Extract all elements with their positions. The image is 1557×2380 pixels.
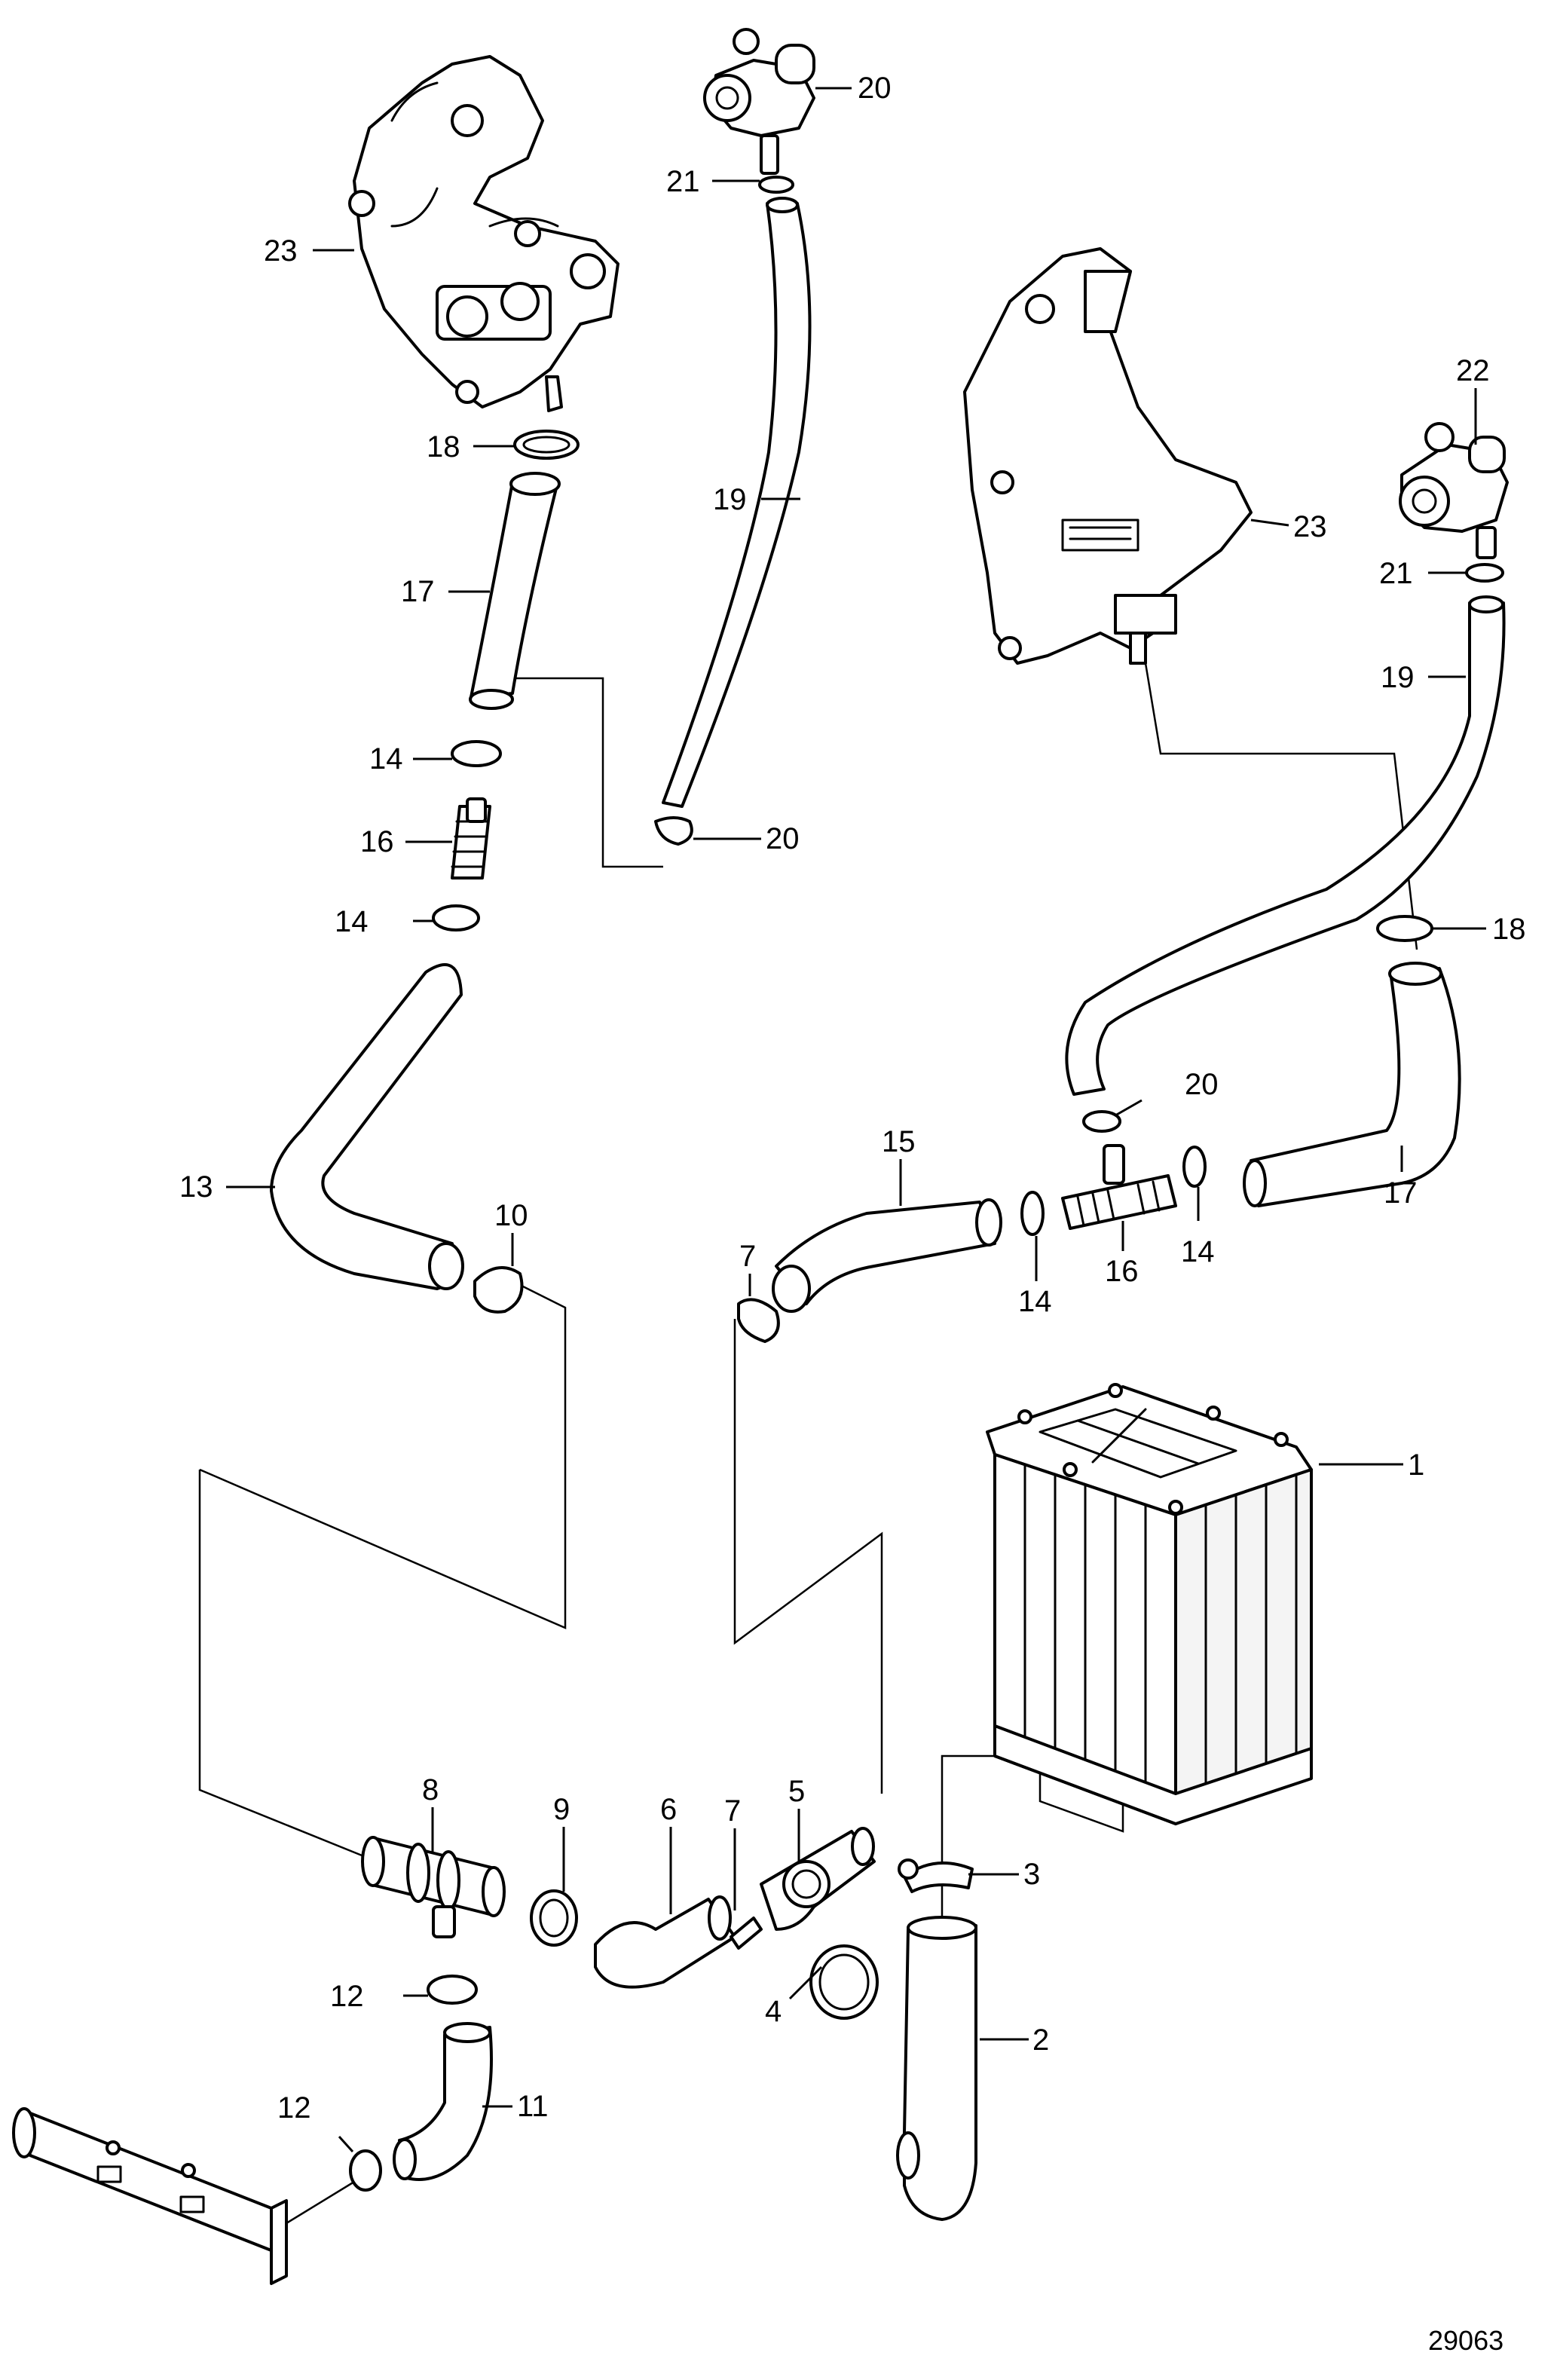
clamp-21-right	[1465, 563, 1504, 583]
tee-5	[760, 1827, 876, 1931]
callout-20-right: 20	[1185, 1068, 1219, 1101]
callout-19-left: 19	[713, 483, 747, 516]
callout-17-left: 17	[401, 575, 435, 608]
callout-11: 11	[517, 2090, 549, 2123]
connector-16-right	[1061, 1144, 1177, 1230]
hose-17-right	[1250, 967, 1461, 1207]
clamp-12-upper	[427, 1975, 478, 2005]
hose-6	[594, 1898, 736, 1989]
callout-20-lower: 20	[766, 822, 800, 855]
clamp-14-left-lower	[432, 904, 480, 932]
clamp-20-lower	[654, 816, 693, 846]
clamp-10	[473, 1266, 524, 1314]
callout-9: 9	[553, 1793, 570, 1826]
callout-14-left-lower: 14	[335, 905, 369, 938]
callout-12-upper: 12	[330, 1980, 364, 2013]
callout-23-left: 23	[264, 234, 298, 268]
callout-labels: 1 2 3 4 5 6 7 7 8 9 10 11 12 12 13 14 14…	[179, 72, 1526, 2125]
callout-6: 6	[660, 1793, 677, 1826]
clamp-20-right	[1082, 1110, 1121, 1133]
callout-16-right: 16	[1105, 1255, 1139, 1288]
hose-13	[270, 963, 463, 1290]
callout-20-top: 20	[858, 72, 892, 105]
clamp-12-lower	[349, 2149, 382, 2192]
clamp-21-top	[758, 176, 794, 194]
connector-8	[361, 1836, 506, 1938]
callout-4: 4	[765, 1995, 782, 2028]
leader-lines	[226, 87, 1486, 2153]
hose-2	[903, 1924, 977, 2221]
callout-14-right-outer: 14	[1181, 1235, 1215, 1268]
clamp-14-left-upper	[451, 740, 502, 767]
thermostat-valve-top	[703, 28, 815, 175]
hose-11	[398, 2026, 493, 2181]
callout-8: 8	[422, 1773, 439, 1806]
callout-10: 10	[494, 1199, 528, 1232]
callout-16-left: 16	[360, 825, 394, 858]
callout-7-lower: 7	[724, 1794, 741, 1828]
clamp-18-right	[1376, 915, 1433, 942]
intercooler	[986, 1383, 1313, 1825]
callout-15: 15	[882, 1125, 916, 1158]
callout-5: 5	[788, 1775, 805, 1808]
callout-17-right: 17	[1384, 1176, 1418, 1210]
clamp-3	[903, 1861, 974, 1893]
callout-19-right: 19	[1381, 661, 1415, 694]
hose-17-left	[470, 481, 559, 699]
callout-14-left-upper: 14	[369, 742, 403, 775]
clamp-7-lower	[730, 1917, 763, 1950]
callout-21-right: 21	[1379, 557, 1413, 590]
exhaust-manifold-right	[963, 247, 1253, 665]
connector-16-left	[451, 797, 491, 879]
clamp-14-right-inner	[1020, 1191, 1045, 1236]
callout-2: 2	[1032, 2024, 1049, 2057]
clamp-14-right-outer	[1182, 1146, 1207, 1188]
clamp-7-upper	[737, 1298, 780, 1343]
callout-18-right: 18	[1492, 913, 1526, 946]
figure-number: 29063	[1428, 2325, 1503, 2356]
callout-18-left: 18	[427, 430, 460, 463]
hose-19-left	[662, 202, 812, 808]
thermostat-valve-right	[1399, 422, 1509, 559]
callout-3: 3	[1023, 1858, 1040, 1891]
clamp-18-left	[513, 430, 580, 460]
exhaust-manifold-left	[348, 55, 619, 412]
callout-1: 1	[1408, 1448, 1424, 1482]
clamp-9	[530, 1889, 578, 1947]
callout-12-lower: 12	[277, 2091, 311, 2125]
callout-23-right: 23	[1293, 510, 1327, 543]
callout-14-right-inner: 14	[1018, 1285, 1052, 1318]
callout-22: 22	[1456, 354, 1490, 387]
callout-21-top: 21	[666, 165, 700, 198]
hose-19-right	[1065, 601, 1506, 1096]
callout-7-upper: 7	[739, 1240, 756, 1273]
distribution-rail	[12, 2107, 288, 2285]
callout-13: 13	[179, 1170, 213, 1204]
